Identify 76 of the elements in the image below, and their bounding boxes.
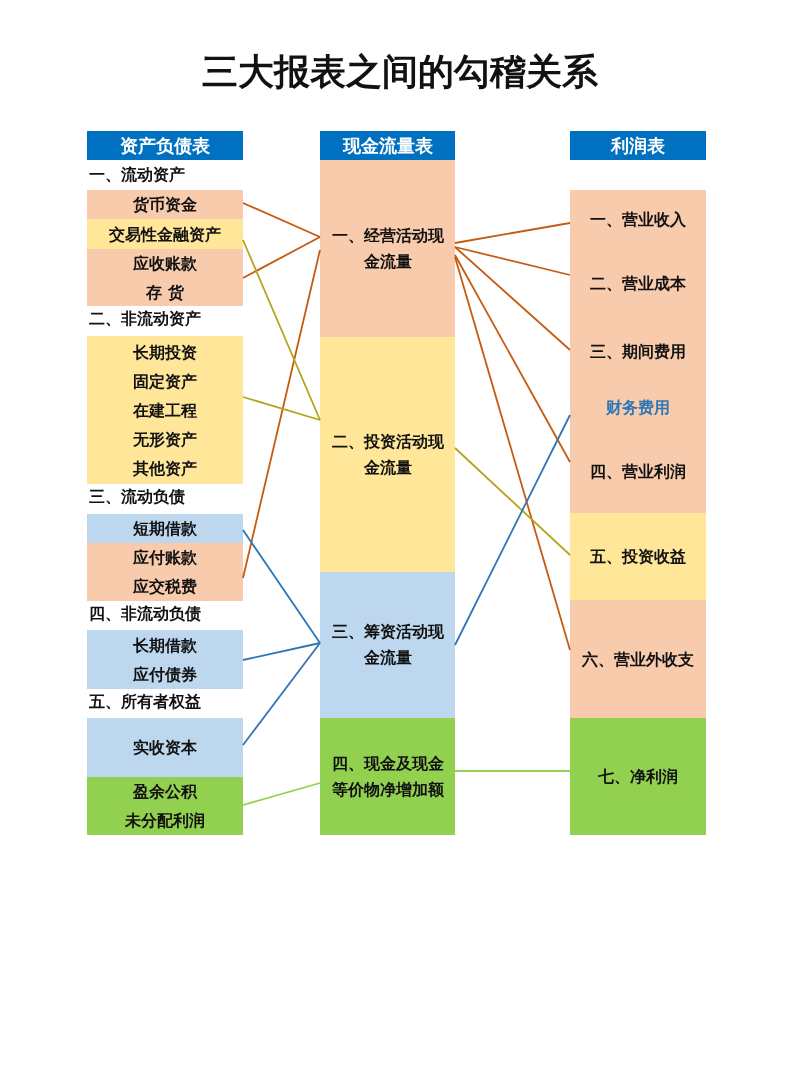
section-heading: 一、流动资产 bbox=[89, 165, 185, 186]
header-label: 现金流量表 bbox=[342, 134, 433, 158]
category-block bbox=[87, 336, 243, 484]
category-block bbox=[320, 718, 455, 835]
item-label: 无形资产 bbox=[133, 428, 197, 451]
item-label: 盈余公积 bbox=[133, 781, 197, 803]
connector-line bbox=[454, 222, 571, 244]
category-block bbox=[87, 190, 243, 219]
item-label: 七、净利润 bbox=[598, 766, 678, 788]
item-label: 一、营业收入 bbox=[590, 208, 686, 231]
section-heading: 二、非流动资产 bbox=[89, 309, 201, 330]
item-label: 六、营业外收支 bbox=[582, 648, 694, 671]
connector-line bbox=[454, 447, 571, 556]
item-label: 应交税费 bbox=[133, 576, 197, 598]
category-block bbox=[320, 572, 455, 718]
item-label: 三、筹资活动现金流量 bbox=[330, 621, 445, 669]
connector-line bbox=[242, 642, 321, 661]
connector-line bbox=[454, 256, 571, 651]
category-block bbox=[87, 514, 243, 543]
connector-line bbox=[242, 239, 321, 421]
item-label: 长期借款 bbox=[133, 634, 197, 657]
item-label: 在建工程 bbox=[133, 399, 197, 422]
category-block bbox=[87, 630, 243, 689]
category-block bbox=[87, 543, 243, 601]
category-block bbox=[570, 513, 706, 600]
connector-line bbox=[242, 642, 321, 746]
connector-line bbox=[242, 782, 321, 806]
item-label: 实收资本 bbox=[133, 737, 197, 759]
item-label: 二、投资活动现金流量 bbox=[330, 430, 445, 479]
header-label: 资产负债表 bbox=[120, 134, 210, 158]
item-label: 短期借款 bbox=[133, 518, 197, 540]
item-label: 四、现金及现金等价物净增加额 bbox=[330, 752, 445, 801]
connector-line bbox=[242, 236, 321, 279]
item-label: 应收账款 bbox=[133, 252, 197, 275]
item-label: 货币资金 bbox=[133, 194, 197, 216]
category-block bbox=[570, 718, 706, 835]
connector-line bbox=[242, 249, 321, 579]
connector-line bbox=[454, 254, 571, 463]
item-label: 未分配利润 bbox=[125, 810, 205, 832]
category-block bbox=[87, 718, 243, 777]
item-label: 四、营业利润 bbox=[590, 461, 686, 483]
category-block bbox=[87, 219, 243, 249]
category-block bbox=[570, 430, 706, 513]
header-bar bbox=[87, 131, 243, 160]
item-label: 应付债券 bbox=[133, 663, 197, 686]
section-heading: 三、流动负债 bbox=[89, 487, 185, 508]
section-heading: 四、非流动负债 bbox=[89, 604, 201, 625]
connector-line bbox=[454, 414, 571, 646]
category-block bbox=[87, 777, 243, 835]
item-label: 交易性金融资产 bbox=[109, 223, 221, 246]
connector-line bbox=[454, 246, 571, 276]
connector-line bbox=[242, 396, 321, 421]
page-title: 三大报表之间的勾稽关系 bbox=[201, 50, 599, 94]
category-block bbox=[320, 160, 455, 337]
item-label: 其他资产 bbox=[133, 457, 197, 480]
item-label: 五、投资收益 bbox=[590, 546, 686, 568]
category-block bbox=[320, 337, 455, 572]
connector-line bbox=[454, 770, 571, 772]
connector-line bbox=[242, 202, 321, 238]
item-label: 长期投资 bbox=[133, 341, 197, 364]
header-label: 利润表 bbox=[611, 134, 665, 158]
section-heading: 五、所有者权益 bbox=[89, 692, 201, 713]
connector-line bbox=[242, 529, 321, 644]
item-label: 二、营业成本 bbox=[590, 272, 686, 295]
item-label: 一、经营活动现金流量 bbox=[330, 224, 445, 273]
category-block bbox=[570, 190, 706, 248]
item-label: 固定资产 bbox=[133, 370, 197, 393]
header-bar bbox=[570, 131, 706, 160]
item-label: 三、期间费用 bbox=[590, 341, 686, 363]
category-block bbox=[570, 600, 706, 718]
item-label: 存 货 bbox=[146, 281, 184, 304]
connector-line bbox=[454, 246, 571, 351]
category-block bbox=[87, 249, 243, 306]
header-bar bbox=[320, 131, 455, 160]
item-label: 应付账款 bbox=[133, 547, 197, 569]
item-label: 财务费用 bbox=[606, 397, 670, 419]
